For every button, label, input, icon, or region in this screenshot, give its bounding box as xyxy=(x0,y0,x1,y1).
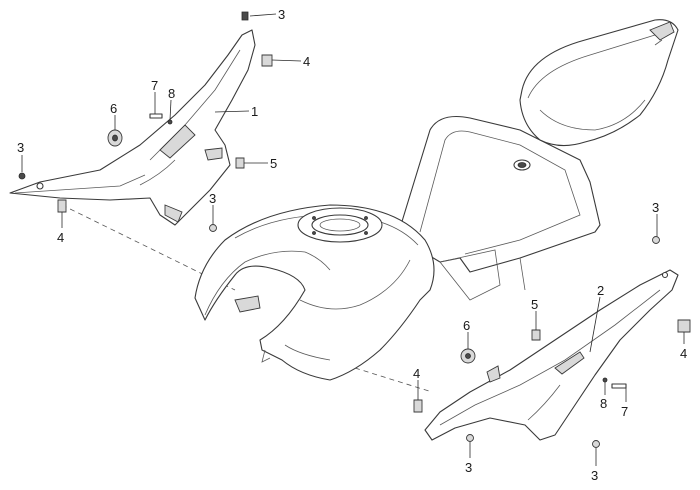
callout-4-right: 4 xyxy=(680,346,687,361)
seat-cushion xyxy=(519,19,679,147)
tank-cover xyxy=(194,204,435,381)
callout-5-left: 5 xyxy=(270,156,277,171)
callout-5-right: 5 xyxy=(531,297,538,312)
callout-4-bottom: 4 xyxy=(413,366,420,381)
callout-4-left: 4 xyxy=(57,230,64,245)
callout-3-bottom-right: 3 xyxy=(591,468,598,483)
callout-8-right: 8 xyxy=(600,396,607,411)
callout-3-right-top: 3 xyxy=(652,200,659,215)
callout-4-top: 4 xyxy=(303,54,310,69)
right-side-panel xyxy=(424,269,679,441)
callout-3-bottom-mid: 3 xyxy=(465,460,472,475)
callouts: 3 4 7 8 6 1 3 5 3 4 3 2 5 6 4 4 8 7 3 3 xyxy=(17,7,687,483)
callout-3-mid: 3 xyxy=(209,191,216,206)
callout-2: 2 xyxy=(597,283,604,298)
callout-3-left: 3 xyxy=(17,140,24,155)
callout-1: 1 xyxy=(251,104,258,119)
seat-frame xyxy=(399,115,601,301)
callout-6-right: 6 xyxy=(463,318,470,333)
alignment-line-right xyxy=(354,367,433,393)
left-side-panel xyxy=(9,29,256,226)
callout-8-left: 8 xyxy=(168,86,175,101)
callout-7-right: 7 xyxy=(621,404,628,419)
callout-3-top: 3 xyxy=(278,7,285,22)
callout-7-left: 7 xyxy=(151,78,158,93)
leader-lines xyxy=(21,13,685,466)
callout-6-left: 6 xyxy=(110,101,117,116)
hardware xyxy=(18,11,691,448)
